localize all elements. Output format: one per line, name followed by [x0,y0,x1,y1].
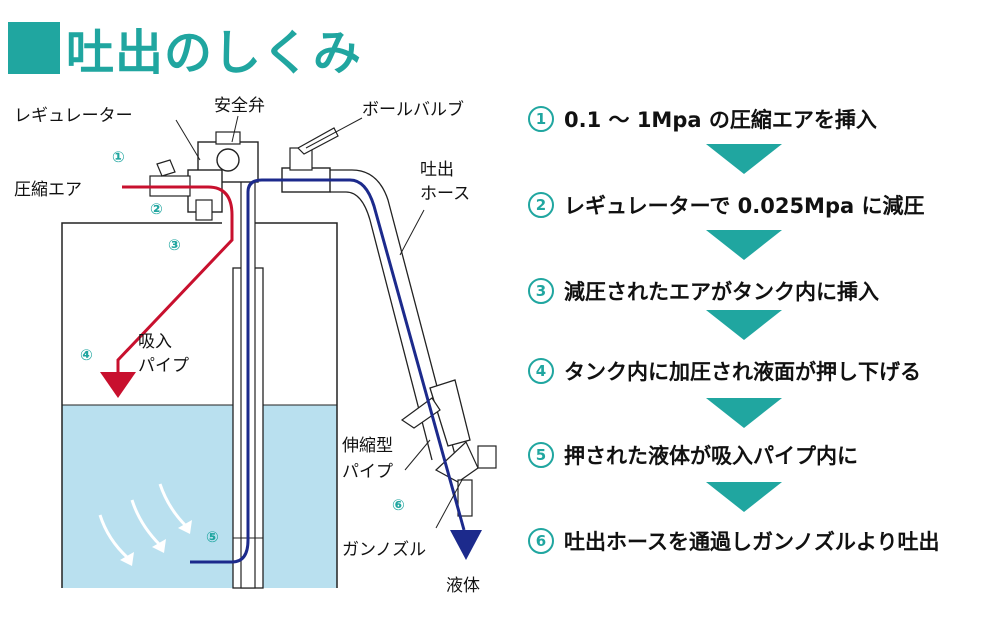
label-suction-pipe-2: パイプ [138,356,189,376]
label-telescopic-pipe-2: パイプ [342,462,393,482]
diagram-number-6: ⑥ [392,496,405,514]
label-discharge-hose-1: 吐出 [420,160,454,180]
down-arrow-icon [706,482,782,512]
steps-list: 1 0.1 ～ 1Mpa の圧縮エアを挿入 2 レギュレーターで 0.025Mp… [528,0,988,623]
discharge-hose-outer [330,169,456,456]
diagram-number-5: ⑤ [206,528,219,546]
label-regulator: レギュレーター [14,106,133,126]
step-4: 4 タンク内に加圧され液面が押し下げる [528,356,921,386]
label-liquid: 液体 [446,576,480,596]
gun-nozzle-tip [457,479,473,517]
label-telescopic-pipe-1: 伸縮型 [342,436,393,456]
label-gun-nozzle: ガンノズル [342,540,427,560]
step-number: 2 [528,192,554,218]
step-text: 減圧されたエアがタンク内に挿入 [564,280,879,304]
down-arrow-icon [706,398,782,428]
step-number: 1 [528,106,554,132]
page-title: 吐出のしくみ [8,18,362,81]
label-ball-valve: ボールバルブ [362,100,464,120]
step-number: 6 [528,528,554,554]
step-text: 押された液体が吸入パイプ内に [564,444,858,468]
down-arrow-icon [706,144,782,174]
air-path [116,185,234,382]
step-number: 3 [528,278,554,304]
step-number: 5 [528,442,554,468]
tank-outline [61,222,338,588]
diagram-number-1: ① [112,148,125,166]
step-text: タンク内に加圧され液面が押し下げる [564,360,921,384]
safety-valve [216,148,240,172]
step-text: レギュレーターで 0.025Mpa に減圧 [564,194,925,218]
liquid-arrow-head [450,530,482,560]
step-6: 6 吐出ホースを通過しガンノズルより吐出 [528,526,939,556]
down-arrow-icon [706,230,782,260]
diagram-number-2: ② [150,200,163,218]
step-5: 5 押された液体が吸入パイプ内に [528,440,858,470]
label-suction-pipe-1: 吸入 [138,332,172,352]
diagram-number-3: ③ [168,236,181,254]
label-safety-valve: 安全弁 [214,96,265,116]
step-2: 2 レギュレーターで 0.025Mpa に減圧 [528,190,924,220]
label-compressed-air: 圧縮エア [14,180,82,200]
flow-arrows [98,483,188,560]
gun-body [429,379,471,447]
step-text: 0.1 ～ 1Mpa の圧縮エアを挿入 [564,108,877,132]
step-1: 1 0.1 ～ 1Mpa の圧縮エアを挿入 [528,104,877,134]
step-text: 吐出ホースを通過しガンノズルより吐出 [564,530,940,554]
step-number: 4 [528,358,554,384]
title-text: 吐出のしくみ [66,25,362,81]
step-3: 3 減圧されたエアがタンク内に挿入 [528,276,879,306]
down-arrow-icon [706,310,782,340]
diagram-number-4: ④ [80,346,93,364]
tank-liquid [62,405,337,588]
title-square-icon [8,22,60,74]
air-arrow-head [100,372,136,398]
liquid-path [190,178,466,564]
label-discharge-hose-2: ホース [420,184,471,204]
